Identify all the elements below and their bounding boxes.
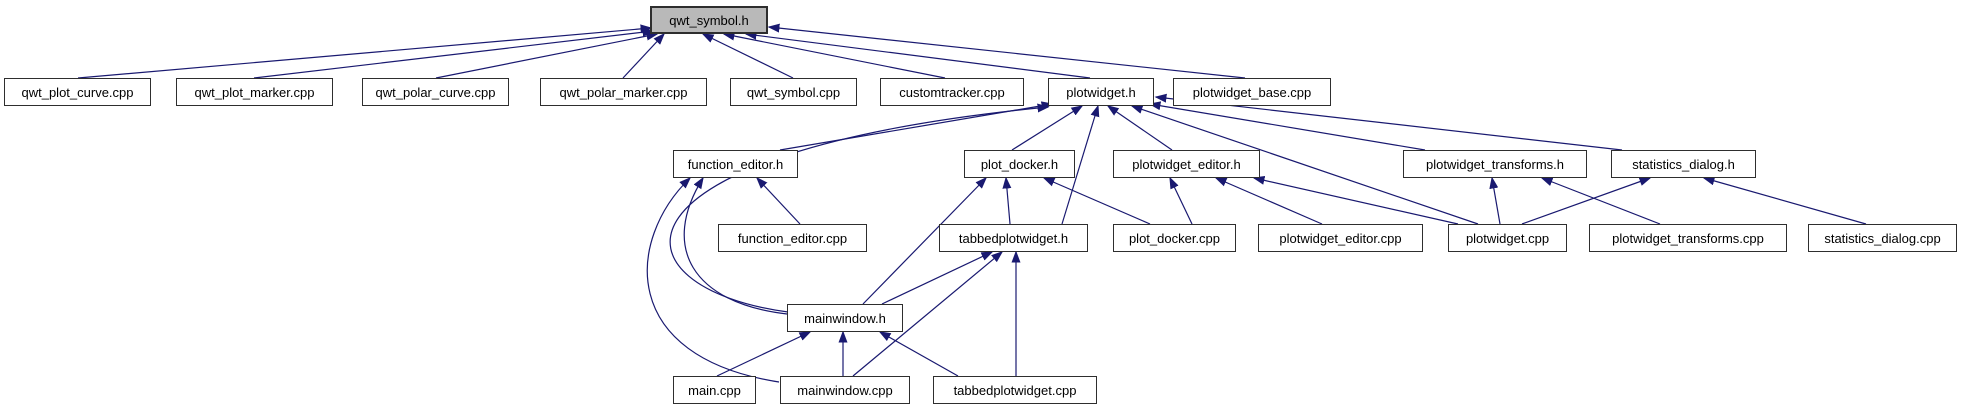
node-plotwidget_base_cpp[interactable]: plotwidget_base.cpp <box>1173 78 1331 106</box>
node-plot_docker_h[interactable]: plot_docker.h <box>964 150 1075 178</box>
edge-mainwindow_h-to-tabbedplotwidget_h <box>881 251 994 305</box>
node-plotwidget_transforms_cpp[interactable]: plotwidget_transforms.cpp <box>1589 224 1787 252</box>
edge-qwt_plot_curve_cpp-to-qwt_symbolhaliasqwt_symbol_h <box>77 24 653 79</box>
node-mainwindow_cpp[interactable]: mainwindow.cpp <box>780 376 910 404</box>
edge-plotwidget_transforms_cpp-to-plotwidget_transforms_h <box>1540 177 1661 225</box>
node-qwt_polar_marker_cpp[interactable]: qwt_polar_marker.cpp <box>540 78 707 106</box>
edge-qwt_polar_curve_cpp-to-qwt_symbol_h <box>435 31 659 79</box>
edge-main_cpp-to-mainwindow_h <box>716 331 812 377</box>
node-qwt_symbol_cpp[interactable]: qwt_symbol.cpp <box>730 78 857 106</box>
node-plotwidget_h[interactable]: plotwidget.h <box>1048 78 1154 106</box>
edge-statistics_dialog_cpp-to-statistics_dialog_h <box>1702 176 1867 225</box>
node-qwt_plot_marker_cpp[interactable]: qwt_plot_marker.cpp <box>176 78 333 106</box>
edge-plotwidget_base_cpp-to-qwt_symbol_h <box>767 23 1246 79</box>
node-plotwidget_editor_cpp[interactable]: plotwidget_editor.cpp <box>1258 224 1423 252</box>
node-statistics_dialog_cpp[interactable]: statistics_dialog.cpp <box>1808 224 1957 252</box>
edge-tabbedplotwidget_cpp-to-mainwindow_h <box>878 331 959 377</box>
edge-qwt_symbol_cpp-to-qwt_symbol_h <box>701 33 794 79</box>
edge-plotwidget_editor_cpp-to-plotwidget_editor_h <box>1214 177 1323 225</box>
edge-tabbedplotwidget_h-to-plot_docker_h <box>1002 176 1012 225</box>
edge-plotwidget_transforms_h-to-plotwidget_h <box>1148 101 1426 151</box>
edge-plot_docker_cpp-to-plotwidget_editor_h <box>1169 176 1193 225</box>
edge-qwt_plot_marker_cpp-to-qwt_symbol_h <box>253 27 655 79</box>
node-qwt_polar_curve_cpp[interactable]: qwt_polar_curve.cpp <box>362 78 509 106</box>
edge-mainwindow_h-to-plotwidget_h <box>669 103 1050 313</box>
edge-plotwidget_cpp-to-plotwidget_editor_h <box>1252 175 1459 225</box>
edge-plotwidget_editor_h-to-plotwidget_h <box>1106 105 1173 151</box>
node-qwt_symbol_h[interactable]: qwt_symbol.h <box>650 6 768 34</box>
node-function_editor_cpp[interactable]: function_editor.cpp <box>718 224 867 252</box>
edge-function_editor_h-to-plotwidget_h <box>779 101 1054 151</box>
node-statistics_dialog_h[interactable]: statistics_dialog.h <box>1611 150 1756 178</box>
edge-customtracker_cpp-to-qwt_symbol_h <box>722 31 946 79</box>
edge-qwt_polar_marker_cpp-to-qwt_symbol_h <box>622 32 666 79</box>
node-plotwidget_cpp[interactable]: plotwidget.cpp <box>1448 224 1567 252</box>
edge-plotwidget_cpp-to-plotwidget_transforms_h <box>1489 176 1501 225</box>
node-qwt_plot_curve_cpp[interactable]: qwt_plot_curve.cpp <box>4 78 151 106</box>
node-plotwidget_editor_h[interactable]: plotwidget_editor.h <box>1113 150 1260 178</box>
node-tabbedplotwidget_h[interactable]: tabbedplotwidget.h <box>939 224 1088 252</box>
node-main_cpp[interactable]: main.cpp <box>673 376 756 404</box>
node-function_editor_h[interactable]: function_editor.h <box>673 150 798 178</box>
node-plot_docker_cpp[interactable]: plot_docker.cpp <box>1113 224 1236 252</box>
edge-plotwidget_h-to-qwt_symbol_h <box>744 30 1091 79</box>
node-plotwidget_transforms_h[interactable]: plotwidget_transforms.h <box>1403 150 1587 178</box>
node-tabbedplotwidget_cpp[interactable]: tabbedplotwidget.cpp <box>933 376 1097 404</box>
edge-plot_docker_cpp-to-plot_docker_h <box>1042 177 1151 225</box>
edge-function_editor_cpp-to-function_editor_h <box>755 176 801 225</box>
edge-mainwindow_cpp-to-function_editor_h <box>646 176 780 383</box>
node-mainwindow_h[interactable]: mainwindow.h <box>787 304 903 332</box>
node-customtracker_cpp[interactable]: customtracker.cpp <box>880 78 1024 106</box>
edge-plotwidget_cpp-to-statistics_dialog_h <box>1521 177 1652 225</box>
edge-plot_docker_h-to-plotwidget_h <box>1011 105 1084 151</box>
